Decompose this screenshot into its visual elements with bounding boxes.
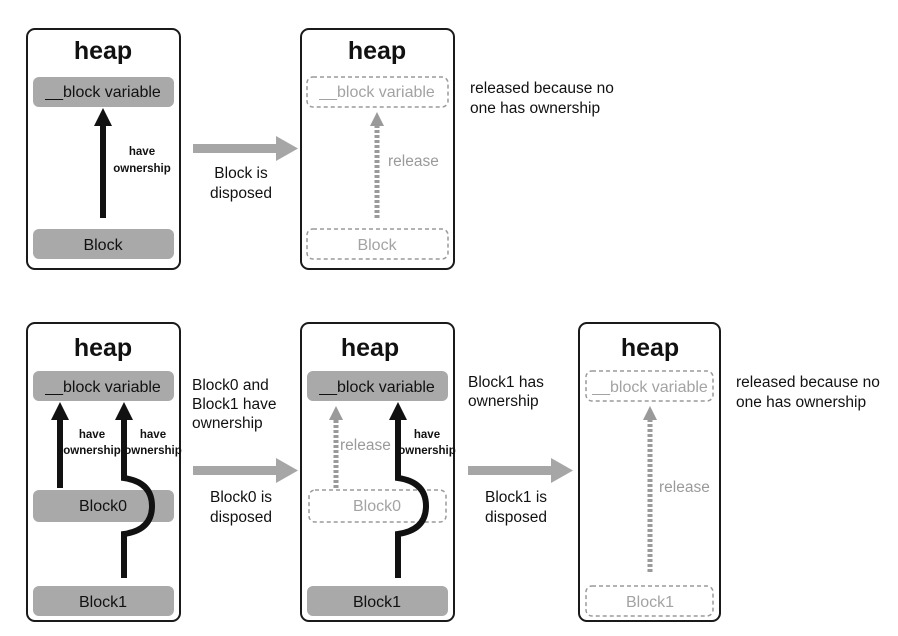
bottom-panel-initial: heap __block variable Block0 Block1 have… <box>26 322 182 622</box>
note-line1: released because no <box>470 80 614 97</box>
top-note: released because no one has ownership <box>470 80 614 117</box>
heap-title: heap <box>74 37 132 65</box>
heap-title: heap <box>348 37 406 65</box>
block1-ownership-arrow-shaft <box>395 418 430 578</box>
bottom-transition2: Block1 is disposed <box>468 458 573 526</box>
block-variable-label: __block variable <box>44 379 161 396</box>
release-arrow-head <box>370 112 384 126</box>
released-block-variable-box <box>306 76 449 108</box>
block-variable-label: __block variable <box>318 379 435 396</box>
released-block0-box <box>308 489 447 523</box>
note1-line3: ownership <box>192 415 263 432</box>
block0-box <box>33 490 174 522</box>
transition-arrow-head <box>276 136 298 161</box>
top-panel-before: heap __block variable Block have ownersh… <box>26 28 181 270</box>
block-variable-label: __block variable <box>44 84 161 101</box>
released-block1-box <box>585 585 714 617</box>
bottom-panel-final: heap __block variable Block1 release <box>578 322 721 622</box>
block0-label: Block0 <box>79 498 127 515</box>
transition1-text-line1: Block0 is <box>210 489 272 506</box>
released-block-variable-box <box>585 370 714 402</box>
note1-line2: Block1 have <box>192 396 276 413</box>
ownership-label-line2: ownership <box>398 445 456 457</box>
heap-title: heap <box>74 334 132 362</box>
bottom-note2: Block1 has ownership <box>468 374 544 410</box>
block-label: Block <box>83 237 123 254</box>
bottom-panel-middle: heap __block variable Block0 Block1 rele… <box>300 322 456 622</box>
transition-text-line1: Block is <box>214 165 268 182</box>
transition-text-line2: disposed <box>210 185 272 202</box>
ownership-arrow-head <box>94 108 112 126</box>
transition2-text-line2: disposed <box>485 509 547 526</box>
block-box <box>33 229 174 259</box>
block-variable-box <box>33 371 174 401</box>
block1-label: Block1 <box>79 594 127 611</box>
block0-ownership-label-line2: ownership <box>63 445 121 457</box>
note2-line2: ownership <box>468 393 539 410</box>
note1-line1: Block0 and <box>192 377 269 394</box>
top-transition: Block is disposed <box>193 136 298 202</box>
ownership-label-line1: have <box>129 146 155 158</box>
block1-ownership-label-line1: have <box>140 429 166 441</box>
note3-line1: released because no <box>736 374 880 391</box>
transition-arrow-head <box>276 458 298 483</box>
block-variable-box <box>307 371 448 401</box>
release-label: release <box>659 479 710 496</box>
block1-ownership-arrow-head <box>389 402 407 420</box>
note-line2: one has ownership <box>470 100 600 117</box>
released-block1-label: Block1 <box>626 594 674 611</box>
block1-box <box>307 586 448 616</box>
ownership-label-line1: have <box>414 429 440 441</box>
released-block-box <box>306 228 449 260</box>
bottom-note3: released because no one has ownership <box>736 374 880 411</box>
transition1-text-line2: disposed <box>210 509 272 526</box>
released-block0-label: Block0 <box>353 498 401 515</box>
released-block-variable-label: __block variable <box>318 84 435 101</box>
release-arrow-head <box>643 406 657 420</box>
block0-ownership-label-line1: have <box>79 429 105 441</box>
block1-ownership-arrow-shaft <box>121 418 156 578</box>
block-variable-box <box>33 77 174 107</box>
released-block-label: Block <box>357 237 397 254</box>
ownership-label-line2: ownership <box>113 163 171 175</box>
release-label: release <box>340 437 391 454</box>
transition-arrow-head <box>551 458 573 483</box>
release-arrow-head <box>329 406 343 420</box>
heap-title: heap <box>341 334 399 362</box>
heap-panel <box>26 322 181 622</box>
transition-arrow-shaft <box>468 466 553 475</box>
release-label: release <box>388 153 439 170</box>
block1-ownership-label-line2: ownership <box>124 445 182 457</box>
note3-line2: one has ownership <box>736 394 866 411</box>
heap-panel <box>300 322 455 622</box>
bottom-transition1: Block0 is disposed <box>193 458 298 526</box>
transition-arrow-shaft <box>193 466 278 475</box>
block1-ownership-arrow-head <box>115 402 133 420</box>
released-block-variable-label: __block variable <box>591 379 708 396</box>
top-panel-after: heap __block variable Block release <box>300 28 455 270</box>
note2-line1: Block1 has <box>468 374 544 391</box>
block1-label: Block1 <box>353 594 401 611</box>
block1-box <box>33 586 174 616</box>
transition-arrow-shaft <box>193 144 278 153</box>
transition2-text-line1: Block1 is <box>485 489 547 506</box>
bottom-note1: Block0 and Block1 have ownership <box>192 377 276 432</box>
heap-title: heap <box>621 334 679 362</box>
block0-ownership-arrow-head <box>51 402 69 420</box>
